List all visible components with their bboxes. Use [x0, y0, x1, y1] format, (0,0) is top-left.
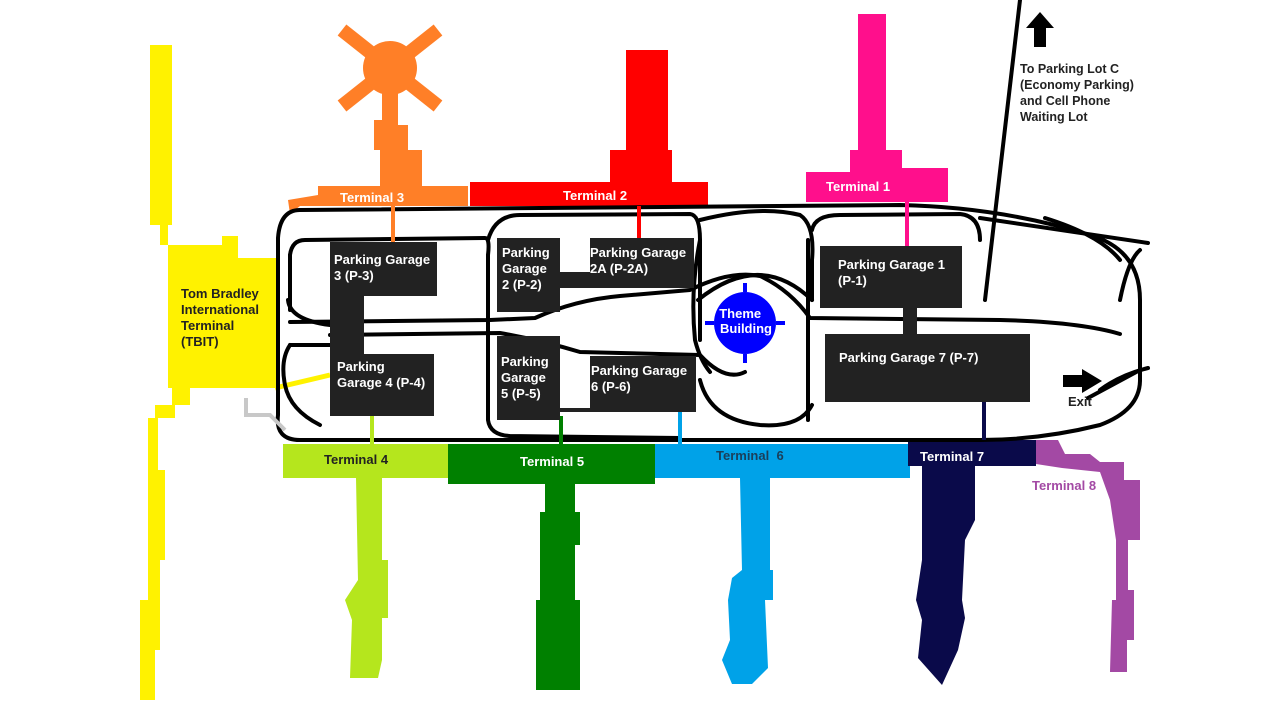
terminal-1-shape[interactable]: [806, 14, 948, 202]
terminal-7-shape[interactable]: [908, 440, 1036, 685]
terminal-5-label: Terminal 5: [520, 454, 584, 469]
garage-p3-shape[interactable]: [330, 242, 437, 358]
garage-p1-label: Parking Garage 1 (P-1): [838, 257, 949, 288]
terminal-4-label: Terminal 4: [324, 452, 389, 467]
garage-p3-label: Parking Garage 3 (P-3): [334, 252, 434, 283]
terminal-5-shape[interactable]: [448, 444, 655, 690]
garage-p5-label: Parking Garage 5 (P-5): [501, 354, 552, 401]
terminal-6-shape[interactable]: [655, 444, 910, 684]
garage-p4-shape[interactable]: [330, 354, 434, 416]
terminal-3-label: Terminal 3: [340, 190, 404, 205]
exit-arrow-icon: [1063, 369, 1102, 393]
parking-lot-c-label: To Parking Lot C (Economy Parking) and C…: [1020, 62, 1137, 124]
terminal-2-shape[interactable]: [470, 50, 708, 206]
terminal-1-label: Terminal 1: [826, 179, 890, 194]
garage-p5-shape[interactable]: [497, 336, 696, 420]
parking-garages: [330, 238, 1030, 420]
terminal-2-label: Terminal 2: [563, 188, 627, 203]
theme-building-label: Theme Building: [719, 306, 772, 336]
theme-building-shape[interactable]: [705, 283, 785, 363]
terminal-8-label: Terminal 8: [1032, 478, 1096, 493]
garage-p4-label: Parking Garage 4 (P-4): [337, 359, 425, 390]
terminal-4-shape[interactable]: [283, 444, 448, 678]
exit-label: Exit: [1068, 394, 1093, 409]
terminal-7-label: Terminal 7: [920, 449, 984, 464]
terminal-6-label: Terminal 6: [716, 448, 784, 463]
garage-p2-label: Parking Garage 2 (P-2): [502, 245, 553, 292]
garage-p6-label: Parking Garage 6 (P-6): [591, 363, 691, 394]
garage-p2-shape[interactable]: [497, 238, 694, 312]
terminal-8-shape[interactable]: [1036, 440, 1140, 672]
arrow-up-icon: [1026, 12, 1054, 47]
garage-p7-label: Parking Garage 7 (P-7): [839, 350, 978, 365]
terminal-connectors: [244, 202, 986, 444]
garage-p1-shape[interactable]: [820, 246, 962, 308]
garage-p2a-label: Parking Garage 2A (P-2A): [590, 245, 690, 276]
terminal-tbit-shape[interactable]: [140, 45, 331, 700]
garage-p7-shape[interactable]: [825, 334, 1030, 402]
terminal-3-shape[interactable]: [288, 24, 468, 214]
terminal-tbit-label: Tom Bradley International Terminal (TBIT…: [181, 286, 263, 349]
